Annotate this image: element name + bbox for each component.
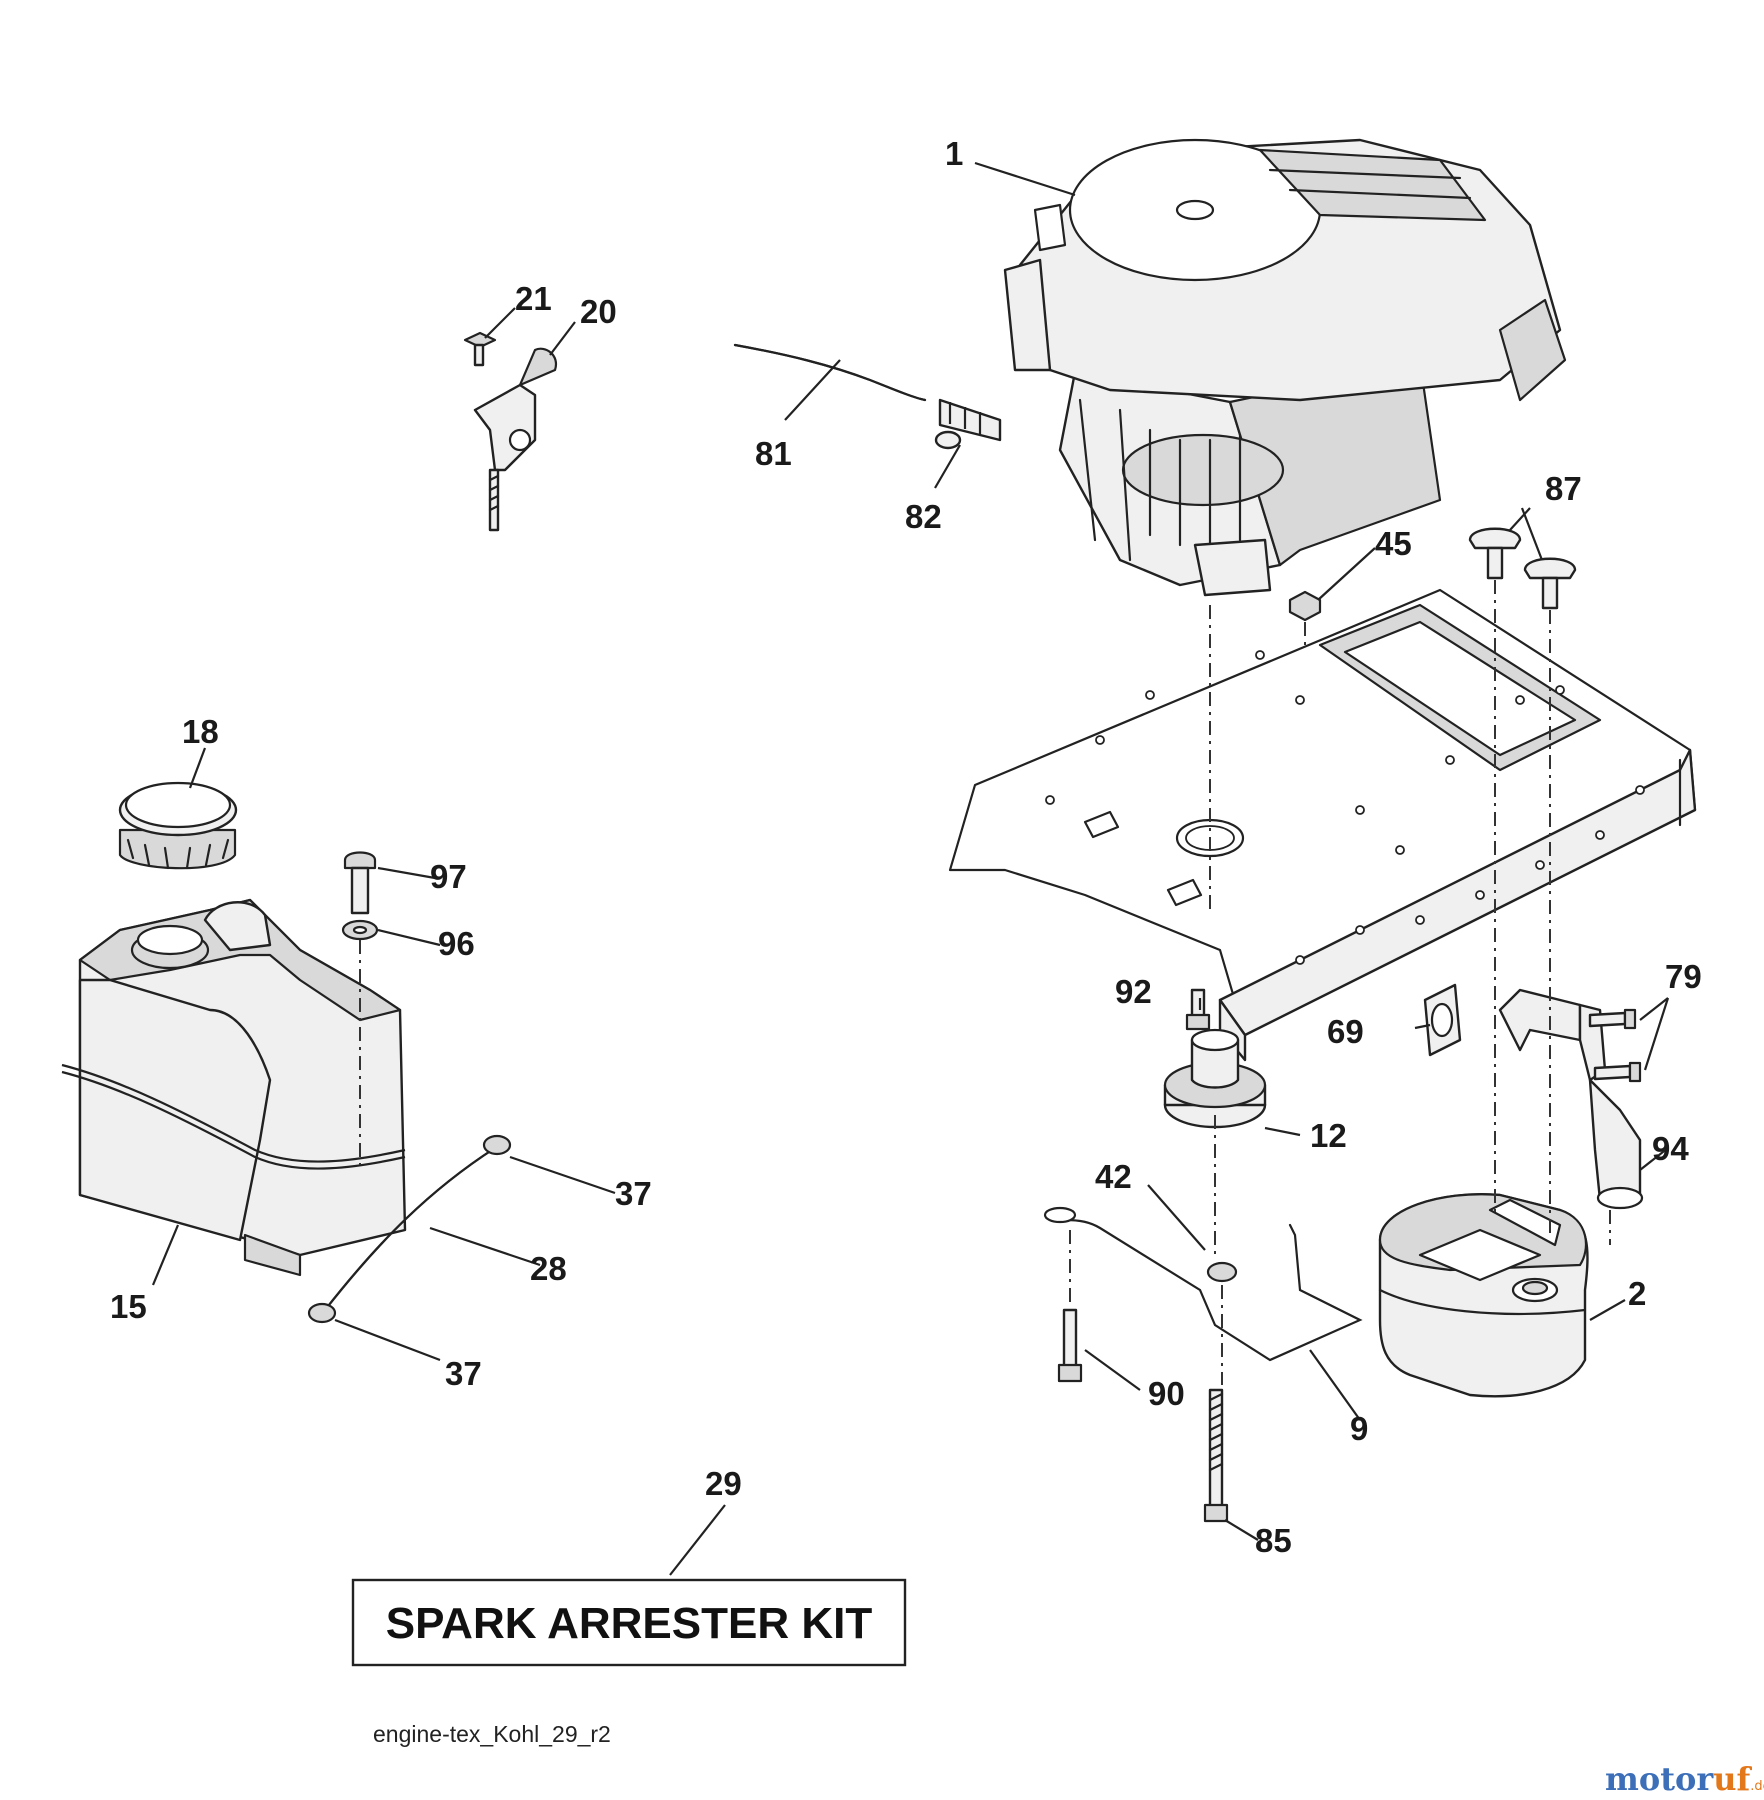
engine-icon bbox=[1003, 138, 1567, 597]
exhaust-screws bbox=[1588, 1008, 1642, 1083]
engine-mount-hardware bbox=[1288, 527, 1577, 622]
callout-1: 1 bbox=[945, 135, 963, 172]
callout-97: 97 bbox=[430, 858, 467, 895]
callout-79: 79 bbox=[1665, 958, 1702, 995]
callout-29: 29 bbox=[705, 1465, 742, 1502]
drawing-reference: engine-tex_Kohl_29_r2 bbox=[373, 1721, 611, 1747]
tank-bolt-washer bbox=[341, 851, 379, 941]
callout-labels: 1 2 9 12 15 18 20 21 28 29 37 37 42 45 6… bbox=[110, 135, 1702, 1559]
callout-12: 12 bbox=[1310, 1117, 1347, 1154]
assembly-guide-lines bbox=[359, 580, 1611, 1385]
spark-arrester-kit-box: SPARK ARRESTER KIT bbox=[351, 1578, 907, 1667]
motoruf-watermark: motoruf.de bbox=[1605, 1760, 1764, 1798]
muffler-bracket-rod bbox=[1043, 1206, 1363, 1362]
callout-85: 85 bbox=[1255, 1522, 1292, 1559]
callout-81: 81 bbox=[755, 435, 792, 472]
callout-9: 9 bbox=[1350, 1410, 1368, 1447]
fuel-tank-icon bbox=[61, 898, 407, 1277]
callout-42: 42 bbox=[1095, 1158, 1132, 1195]
watermark-main: motor bbox=[1605, 1760, 1714, 1798]
spark-arrester-kit-label: SPARK ARRESTER KIT bbox=[386, 1599, 873, 1648]
engine-pulley bbox=[1163, 1028, 1267, 1129]
callout-2: 2 bbox=[1628, 1275, 1646, 1312]
callout-87: 87 bbox=[1545, 470, 1582, 507]
callout-20: 20 bbox=[580, 293, 617, 330]
watermark-accent: uf bbox=[1713, 1760, 1752, 1798]
exhaust-gasket bbox=[1423, 983, 1462, 1057]
callout-82: 82 bbox=[905, 498, 942, 535]
bolts bbox=[1057, 988, 1229, 1523]
throttle-control-bracket bbox=[463, 331, 558, 532]
leader-lines bbox=[151, 161, 1670, 1576]
callout-92: 92 bbox=[1115, 973, 1152, 1010]
callout-15: 15 bbox=[110, 1288, 147, 1325]
callout-69: 69 bbox=[1327, 1013, 1364, 1050]
fuel-cap bbox=[118, 781, 238, 870]
fuel-hose-clamps bbox=[307, 1134, 512, 1324]
callout-94: 94 bbox=[1652, 1130, 1689, 1167]
chassis-frame-icon bbox=[948, 588, 1697, 1062]
callout-96: 96 bbox=[438, 925, 475, 962]
callout-21: 21 bbox=[515, 280, 552, 317]
svg-text:motoruf.de: motoruf.de bbox=[1605, 1760, 1764, 1798]
callout-37-lower: 37 bbox=[445, 1355, 482, 1392]
callout-90: 90 bbox=[1148, 1375, 1185, 1412]
fuel-line-filter bbox=[733, 343, 1002, 450]
callout-45: 45 bbox=[1375, 525, 1412, 562]
watermark-suffix: .de bbox=[1750, 1779, 1764, 1794]
callout-37-upper: 37 bbox=[615, 1175, 652, 1212]
callout-28: 28 bbox=[530, 1250, 567, 1287]
muffler-icon bbox=[1378, 1193, 1589, 1398]
callout-18: 18 bbox=[182, 713, 219, 750]
